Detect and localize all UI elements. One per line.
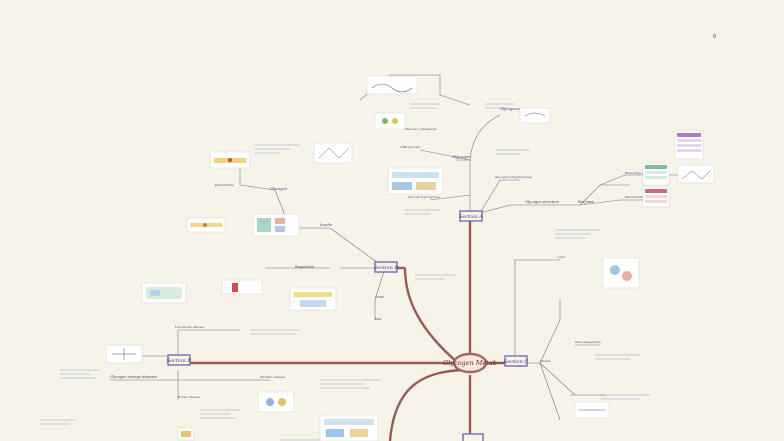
label-epinephrine: Epinephrine <box>214 183 234 187</box>
image-pka-cell <box>141 282 187 304</box>
central-node[interactable]: Glycogen Metab <box>443 352 497 374</box>
label-udp-glucose: UDP-glucose <box>400 145 420 149</box>
label-glucose-6p: Glucose 6-phosphate <box>408 195 440 199</box>
section-c-label: Section C <box>504 359 529 365</box>
image-mcardle <box>319 414 379 441</box>
label-insulin: Insulin <box>319 223 333 227</box>
label-glucagon: Glucagon <box>270 187 288 191</box>
label-enzymes: Enzymes <box>577 200 594 204</box>
image-liver-cell <box>387 167 444 195</box>
section-b-label: Section B <box>374 265 399 271</box>
label-debranching: Debranching enzyme <box>624 195 657 199</box>
label-glycogen-structure: Glycogen structure <box>525 200 559 204</box>
handwritten-labels: Glycogen Glycogenesis Glycogen structure… <box>110 107 657 399</box>
diagram-images <box>105 75 715 441</box>
section-a-node[interactable]: Section A <box>459 210 484 222</box>
section-b-node[interactable]: Section B <box>374 261 399 273</box>
label-glucose-1p: Glucose 1-phosphate <box>405 127 437 131</box>
image-insulin-receptor <box>252 213 300 237</box>
label-pompe: Pompe disease <box>177 395 201 399</box>
image-epinephrine-path <box>221 279 263 295</box>
image-branch-table <box>674 130 704 160</box>
thin-connectors <box>110 74 680 421</box>
image-glycogen-chain <box>366 75 418 95</box>
label-storage-disease: Glycogen storage diseases <box>110 375 157 379</box>
image-von-gierke <box>105 344 143 364</box>
section-c-node[interactable]: Section C <box>504 355 529 367</box>
image-small-bottom-left <box>177 427 195 441</box>
label-branching: Branching enzyme <box>624 171 654 175</box>
image-udp-reaction <box>374 112 406 130</box>
image-pompe <box>257 391 295 413</box>
label-mcardle: McArdle disease <box>259 375 285 379</box>
label-camp: cAMP <box>375 295 385 299</box>
label-muscle: Muscle <box>539 359 551 363</box>
section-d-node[interactable]: Section D <box>167 354 192 366</box>
image-hormone-pathway <box>209 151 251 169</box>
image-muscle-diagram <box>574 401 610 419</box>
note-scribbles <box>40 103 650 441</box>
image-glucose-structure <box>313 142 353 164</box>
image-enzyme-table-1 <box>642 162 670 186</box>
image-liver-diagram <box>602 257 640 289</box>
label-pka: PKA <box>374 317 382 321</box>
image-branch-structure <box>677 164 715 184</box>
corner-mark: θ <box>712 34 716 40</box>
label-regulation: Regulation <box>294 265 315 269</box>
image-glucagon-membrane <box>186 217 226 233</box>
label-glycogenesis: Glycogenesis <box>500 107 524 111</box>
label-liver: Liver <box>557 255 566 259</box>
trunk-connectors <box>190 220 505 441</box>
label-gluconeo: Gluconeogenesis <box>575 340 601 344</box>
label-phosphorylase: Glycogen phosphorylase <box>495 175 532 179</box>
section-a-label: Section A <box>459 214 484 220</box>
label-von-gierke: Von Gierke disease <box>175 325 204 329</box>
label-glycogen: Glycogen <box>452 154 471 159</box>
central-label: Glycogen Metab <box>443 359 497 367</box>
section-d-label: Section D <box>167 358 192 364</box>
image-enzyme-path <box>519 107 551 124</box>
image-enzyme-table-2 <box>642 186 670 208</box>
bottom-node[interactable] <box>462 433 484 441</box>
image-camp-cascade <box>289 287 337 311</box>
